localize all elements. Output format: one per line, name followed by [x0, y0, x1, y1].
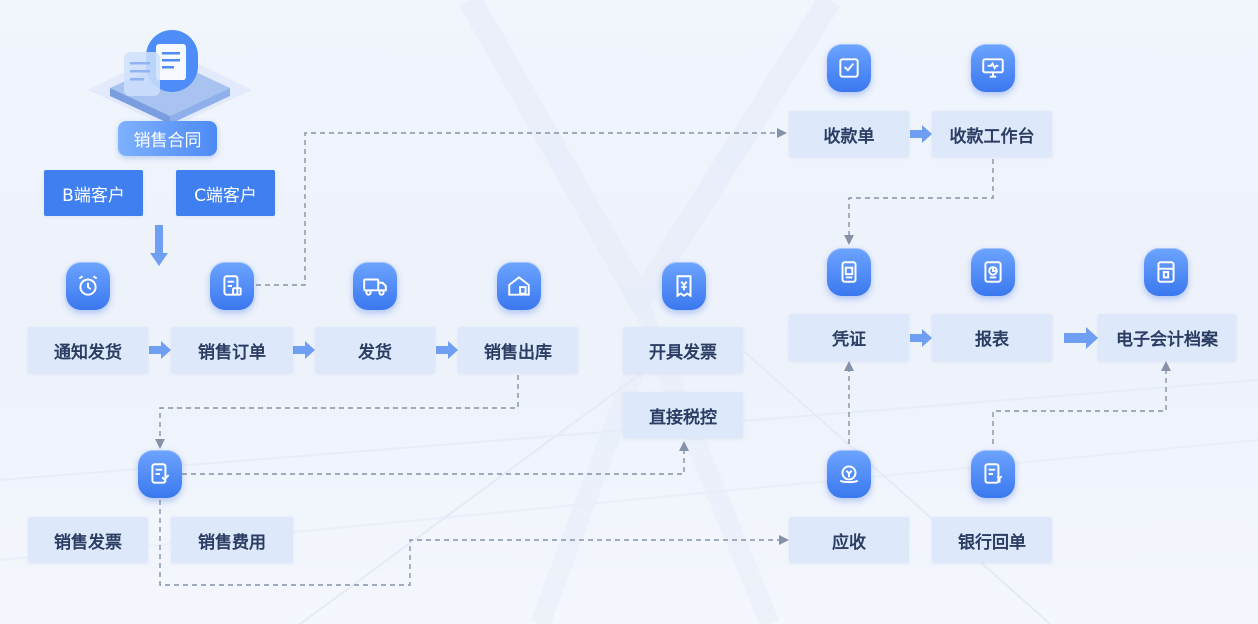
arrow-order-ship — [293, 341, 315, 359]
archive-icon — [1144, 248, 1188, 296]
sales-expense-step[interactable]: 销售费用 — [171, 517, 293, 563]
receipt-workbench-step[interactable]: 收款工作台 — [932, 111, 1052, 157]
connector-invoice-to-receivable — [159, 500, 789, 586]
contract-hero-illustration — [88, 30, 252, 128]
connector-bank-to-archive — [992, 361, 1171, 444]
checked-receipt-icon — [827, 44, 871, 92]
invoice-receipt-icon — [662, 262, 706, 310]
warehouse-icon — [497, 262, 541, 310]
receipt-voucher-step[interactable]: 收款单 — [789, 111, 909, 157]
report-step[interactable]: 报表 — [932, 314, 1052, 361]
delivery-truck-icon — [353, 262, 397, 310]
alarm-clock-icon — [66, 262, 110, 310]
arrow-ship-outbound — [436, 341, 458, 359]
electronic-archive-step[interactable]: 电子会计档案 — [1098, 314, 1236, 361]
monitor-icon — [971, 44, 1015, 92]
c-customer-button[interactable]: C端客户 — [176, 170, 275, 216]
issue-invoice-step[interactable]: 开具发票 — [623, 327, 743, 373]
sales-outbound-step[interactable]: 销售出库 — [458, 327, 578, 373]
shipment-step[interactable]: 发货 — [315, 327, 435, 373]
bank-slip-icon — [971, 450, 1015, 498]
voucher-document-icon — [827, 248, 871, 296]
b-customer-button[interactable]: B端客户 — [44, 170, 143, 216]
notify-shipment-step[interactable]: 通知发货 — [28, 327, 148, 373]
arrow-report-archive — [1064, 327, 1098, 349]
receivable-step[interactable]: 应收 — [789, 517, 909, 563]
order-document-icon — [210, 262, 254, 310]
bank-slip-step[interactable]: 银行回单 — [932, 517, 1052, 563]
receivable-coin-icon — [827, 450, 871, 498]
sales-invoice-step[interactable]: 销售发票 — [28, 517, 148, 563]
connector-outbound-to-invoice — [155, 375, 519, 449]
arrow-voucher-report — [910, 329, 932, 347]
invoice-document-icon — [138, 450, 182, 498]
voucher-step[interactable]: 凭证 — [789, 314, 909, 361]
arrow-receipt-workbench — [910, 125, 932, 143]
sales-contract-badge[interactable]: 销售合同 — [118, 121, 217, 156]
connector-workbench-to-voucher — [844, 159, 994, 245]
connector-invoice-to-tax — [182, 441, 689, 475]
direct-tax-control-step[interactable]: 直接税控 — [623, 392, 743, 438]
arrow-notify-order — [149, 341, 171, 359]
arrow-customers-down — [150, 225, 168, 266]
sales-order-step[interactable]: 销售订单 — [171, 327, 293, 373]
report-icon — [971, 248, 1015, 296]
